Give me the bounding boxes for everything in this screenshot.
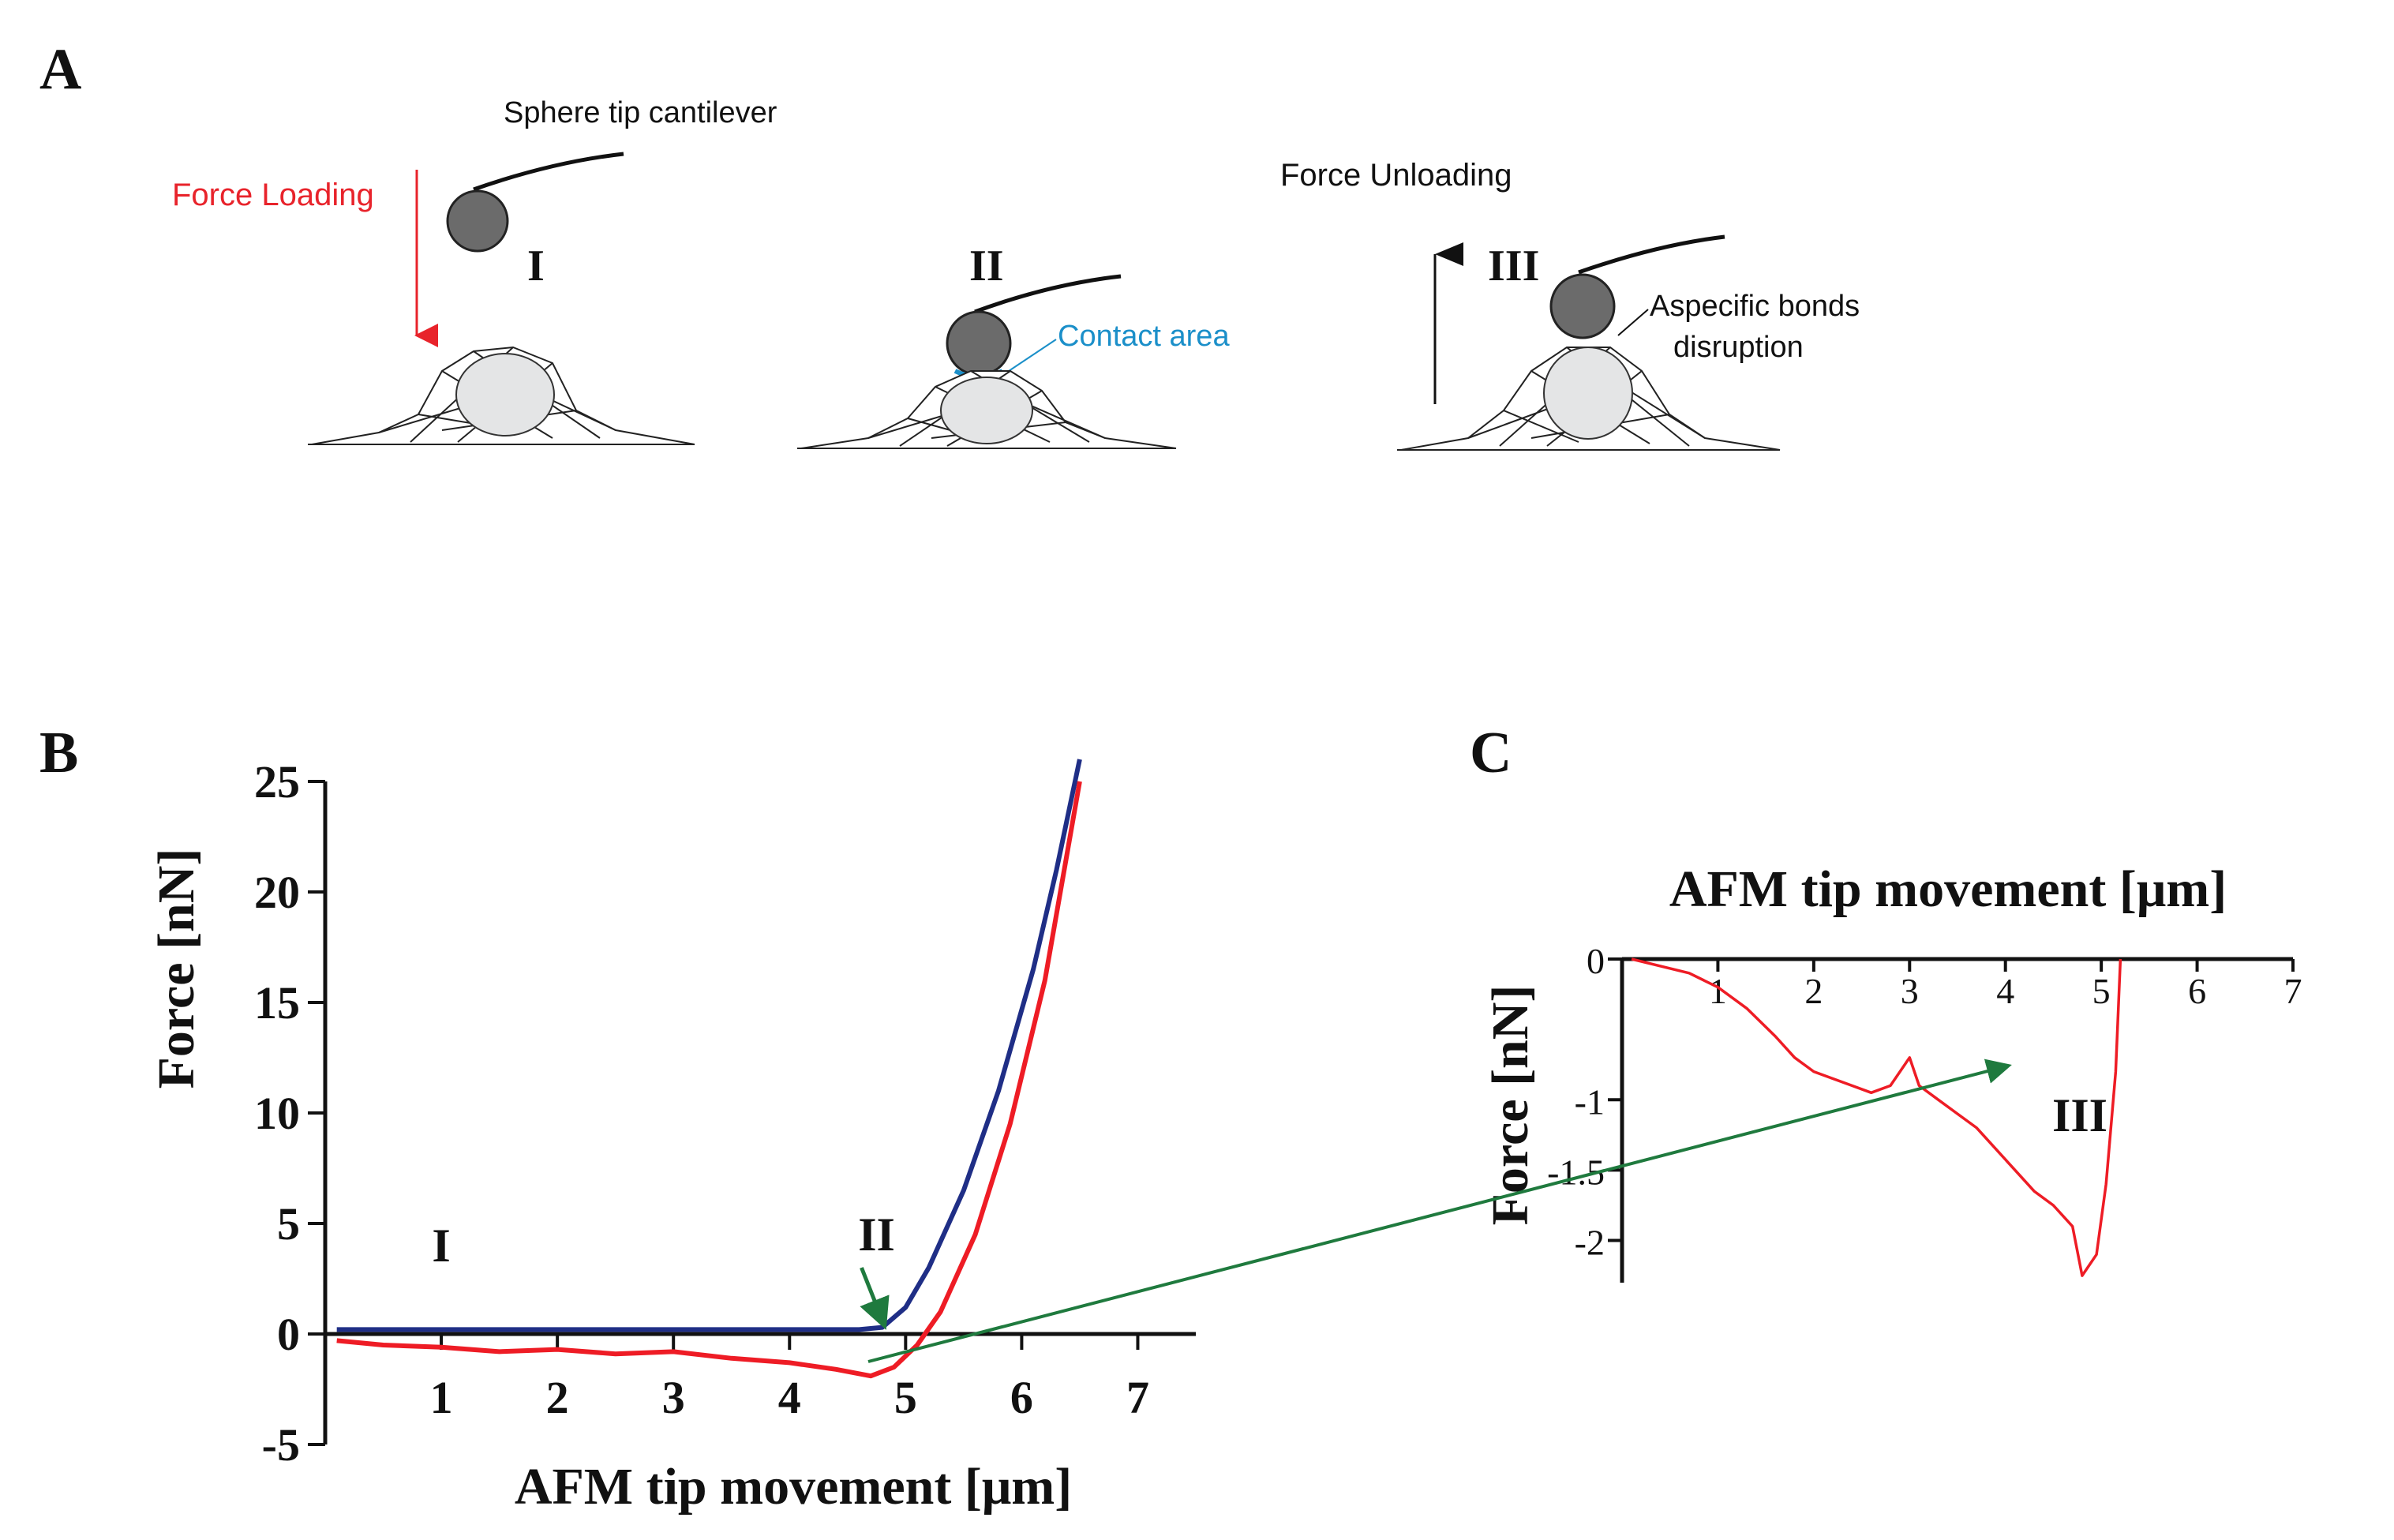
cantilever-3 [1578, 234, 1725, 275]
chart-c-xtick-label: 3 [1901, 971, 1919, 1011]
chart-c-annotation-1: III [2052, 1089, 2107, 1141]
chart-c-xtick-label: 6 [2188, 971, 2206, 1011]
chart-c-xtick-label: 1 [1709, 971, 1727, 1011]
chart-c-xlabel: AFM tip movement [μm] [1669, 860, 2227, 918]
cell-3 [1397, 347, 1781, 451]
chart-c-xtick-label: 4 [1996, 971, 2014, 1011]
chart-b-ytick-label: 25 [254, 756, 300, 807]
loading-label: Force Loading [172, 178, 374, 212]
bonds-pointer [1617, 309, 1649, 336]
sphere-tip-3 [1549, 273, 1616, 339]
chart-b-xtick-label: 2 [546, 1372, 569, 1423]
chart-b-xtick-label: 4 [778, 1372, 801, 1423]
chart-b-ylabel: Force [nN] [148, 849, 205, 1089]
sphere-tip-1 [446, 189, 509, 253]
chart-c-series-1 [1631, 957, 2122, 1277]
cell-2 [797, 370, 1177, 449]
chart-b-ii-arrow [860, 1267, 890, 1330]
chart-b-annotation-2: II [858, 1208, 895, 1261]
chart-c-xtick-label: 7 [2284, 971, 2302, 1011]
stage-label-3: III [1488, 242, 1539, 290]
cantilever-1 [473, 152, 624, 192]
chart-b-ytick-label: -5 [262, 1419, 300, 1471]
chart-b-xlabel: AFM tip movement [μm] [515, 1458, 1072, 1516]
chart-b-ytick-label: 10 [254, 1088, 300, 1139]
connector-arrow [867, 1059, 2012, 1363]
chart-c-ytick-label: -2 [1575, 1223, 1605, 1263]
chart-b-xtick-label: 6 [1010, 1372, 1033, 1423]
stage-label-2: II [969, 242, 1004, 290]
chart-c-ytick-label: 0 [1587, 941, 1605, 981]
panel-label-c: C [1470, 721, 1512, 785]
chart-b-xtick-label: 1 [430, 1372, 453, 1423]
bonds-label-line2: disruption [1673, 331, 1804, 364]
bonds-label-line1: Aspecific bonds [1650, 290, 1860, 323]
chart-b-ytick-label: 5 [277, 1198, 300, 1250]
stage-3-group: III Aspecific bonds disruption [1397, 234, 1860, 451]
chart-b-series-2 [336, 781, 1082, 1379]
cell-1 [308, 346, 695, 445]
contact-pointer [1008, 339, 1057, 372]
panel-label-b: B [39, 721, 78, 785]
contact-label: Contact area [1058, 320, 1230, 353]
stage-2-group: II Contact area [797, 242, 1230, 449]
panel-label-a: A [39, 37, 81, 102]
unloading-label: Force Unloading [1280, 158, 1512, 193]
chart-c-xtick-label: 2 [1804, 971, 1823, 1011]
chart-c-ylabel: Force [nN] [1482, 985, 1539, 1226]
sphere-tip-2 [946, 310, 1012, 377]
chart-b-ytick-label: 0 [277, 1309, 300, 1360]
chart-c-ytick-label: -1 [1575, 1081, 1605, 1122]
chart-b-annotation-1: I [432, 1220, 450, 1272]
chart-b-ytick-label: 20 [254, 867, 300, 918]
tip-label: Sphere tip cantilever [504, 96, 777, 129]
chart-b-xtick-label: 5 [894, 1372, 917, 1423]
chart-b-xtick-label: 7 [1126, 1372, 1149, 1423]
chart-b-ytick-label: 15 [254, 977, 300, 1029]
stage-label-1: I [527, 242, 545, 290]
chart-b-series-1 [336, 759, 1082, 1332]
chart-c-xtick-label: 5 [2092, 971, 2111, 1011]
stage-1-group: I [308, 152, 695, 445]
chart-b-xtick-label: 3 [662, 1372, 685, 1423]
cantilever-2 [974, 274, 1122, 314]
